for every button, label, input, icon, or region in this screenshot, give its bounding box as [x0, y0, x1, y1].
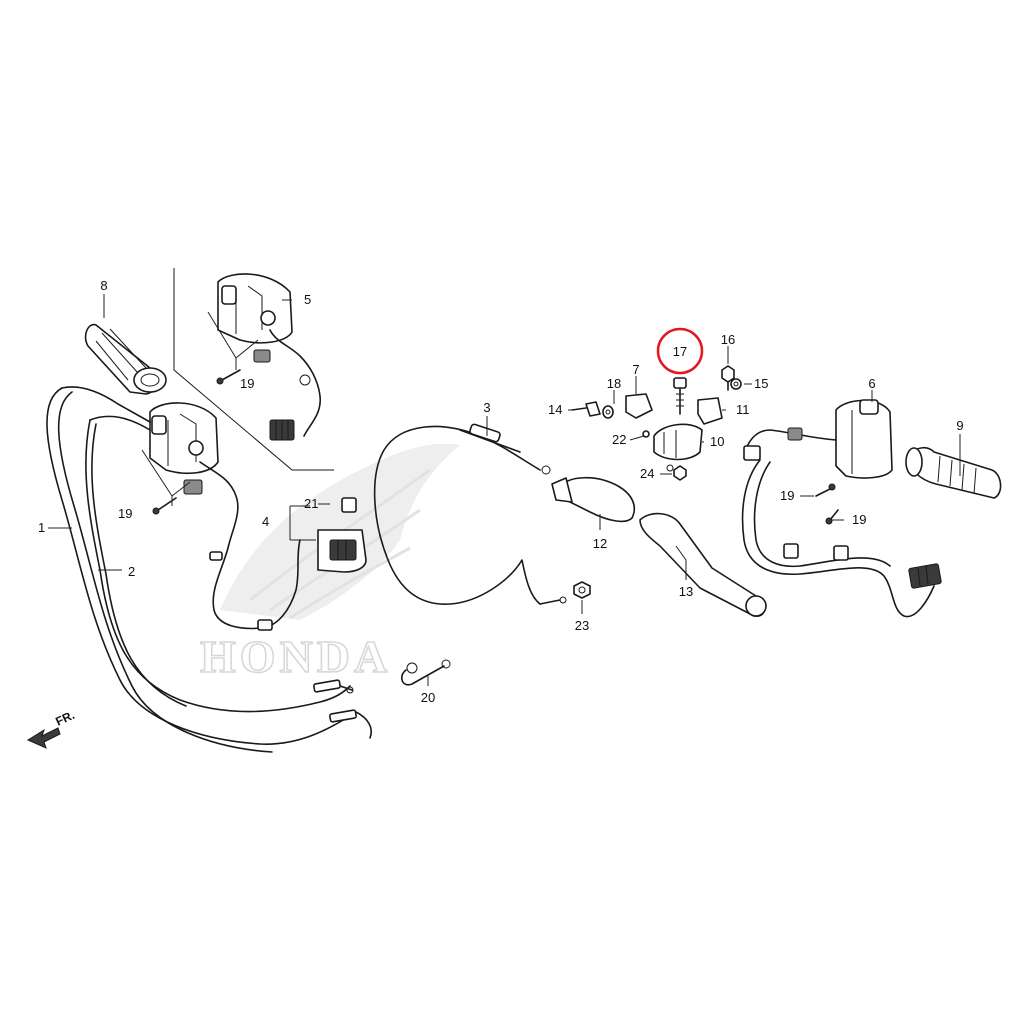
starter-switch-assembly [289, 497, 367, 573]
callout-11: 11 [736, 402, 750, 417]
bolt-17 [673, 377, 687, 415]
clutch-cable [373, 423, 567, 605]
callout-6: 6 [868, 376, 875, 391]
callout-9: 9 [956, 418, 963, 433]
callout-2: 2 [128, 564, 135, 579]
callout-13: 13 [679, 584, 693, 599]
callout-15: 15 [754, 376, 768, 391]
screw-19-inset [216, 369, 241, 385]
callout-labels: 8 5 19 19 1 2 3 4 21 14 18 7 22 17 16 15… [38, 278, 964, 705]
callout-12: 12 [593, 536, 607, 551]
callout-19-right-lower: 19 [852, 512, 866, 527]
direction-label: FR. [53, 708, 76, 729]
lever-cover [551, 476, 636, 523]
cable-clamp-20 [400, 659, 451, 686]
callout-10: 10 [710, 434, 724, 449]
callout-24: 24 [640, 466, 654, 481]
inset-frame-line [173, 268, 334, 471]
callout-19-inset: 19 [240, 376, 254, 391]
callout-3: 3 [483, 400, 490, 415]
callout-4: 4 [262, 514, 269, 529]
small-hardware [571, 365, 742, 481]
callout-1: 1 [38, 520, 45, 535]
callout-19-right-upper: 19 [780, 488, 794, 503]
callout-19-left: 19 [118, 506, 132, 521]
callout-5: 5 [304, 292, 311, 307]
clutch-lever [639, 512, 767, 617]
callout-17: 17 [673, 344, 687, 359]
lever-perch-assembly [625, 393, 723, 472]
callout-14: 14 [548, 402, 562, 417]
callout-22: 22 [612, 432, 626, 447]
highlight-circle [656, 327, 704, 375]
right-grip [905, 446, 1002, 499]
throttle-cables [46, 386, 372, 753]
front-direction-arrow: FR. [26, 708, 77, 749]
left-grip [84, 323, 167, 395]
callout-7: 7 [632, 362, 639, 377]
watermark-text: HONDA [200, 631, 391, 682]
right-switch-housing [743, 399, 893, 525]
left-switch-housing [149, 402, 239, 549]
callout-16: 16 [721, 332, 735, 347]
callout-20: 20 [421, 690, 435, 705]
callout-21: 21 [304, 496, 318, 511]
callout-8: 8 [100, 278, 107, 293]
left-switch-harness [209, 539, 301, 631]
nut-23 [573, 581, 591, 599]
callout-18: 18 [607, 376, 621, 391]
upper-left-switch [217, 273, 321, 441]
callout-23: 23 [575, 618, 589, 633]
leader-lines [48, 294, 961, 686]
right-switch-harness [741, 459, 942, 618]
